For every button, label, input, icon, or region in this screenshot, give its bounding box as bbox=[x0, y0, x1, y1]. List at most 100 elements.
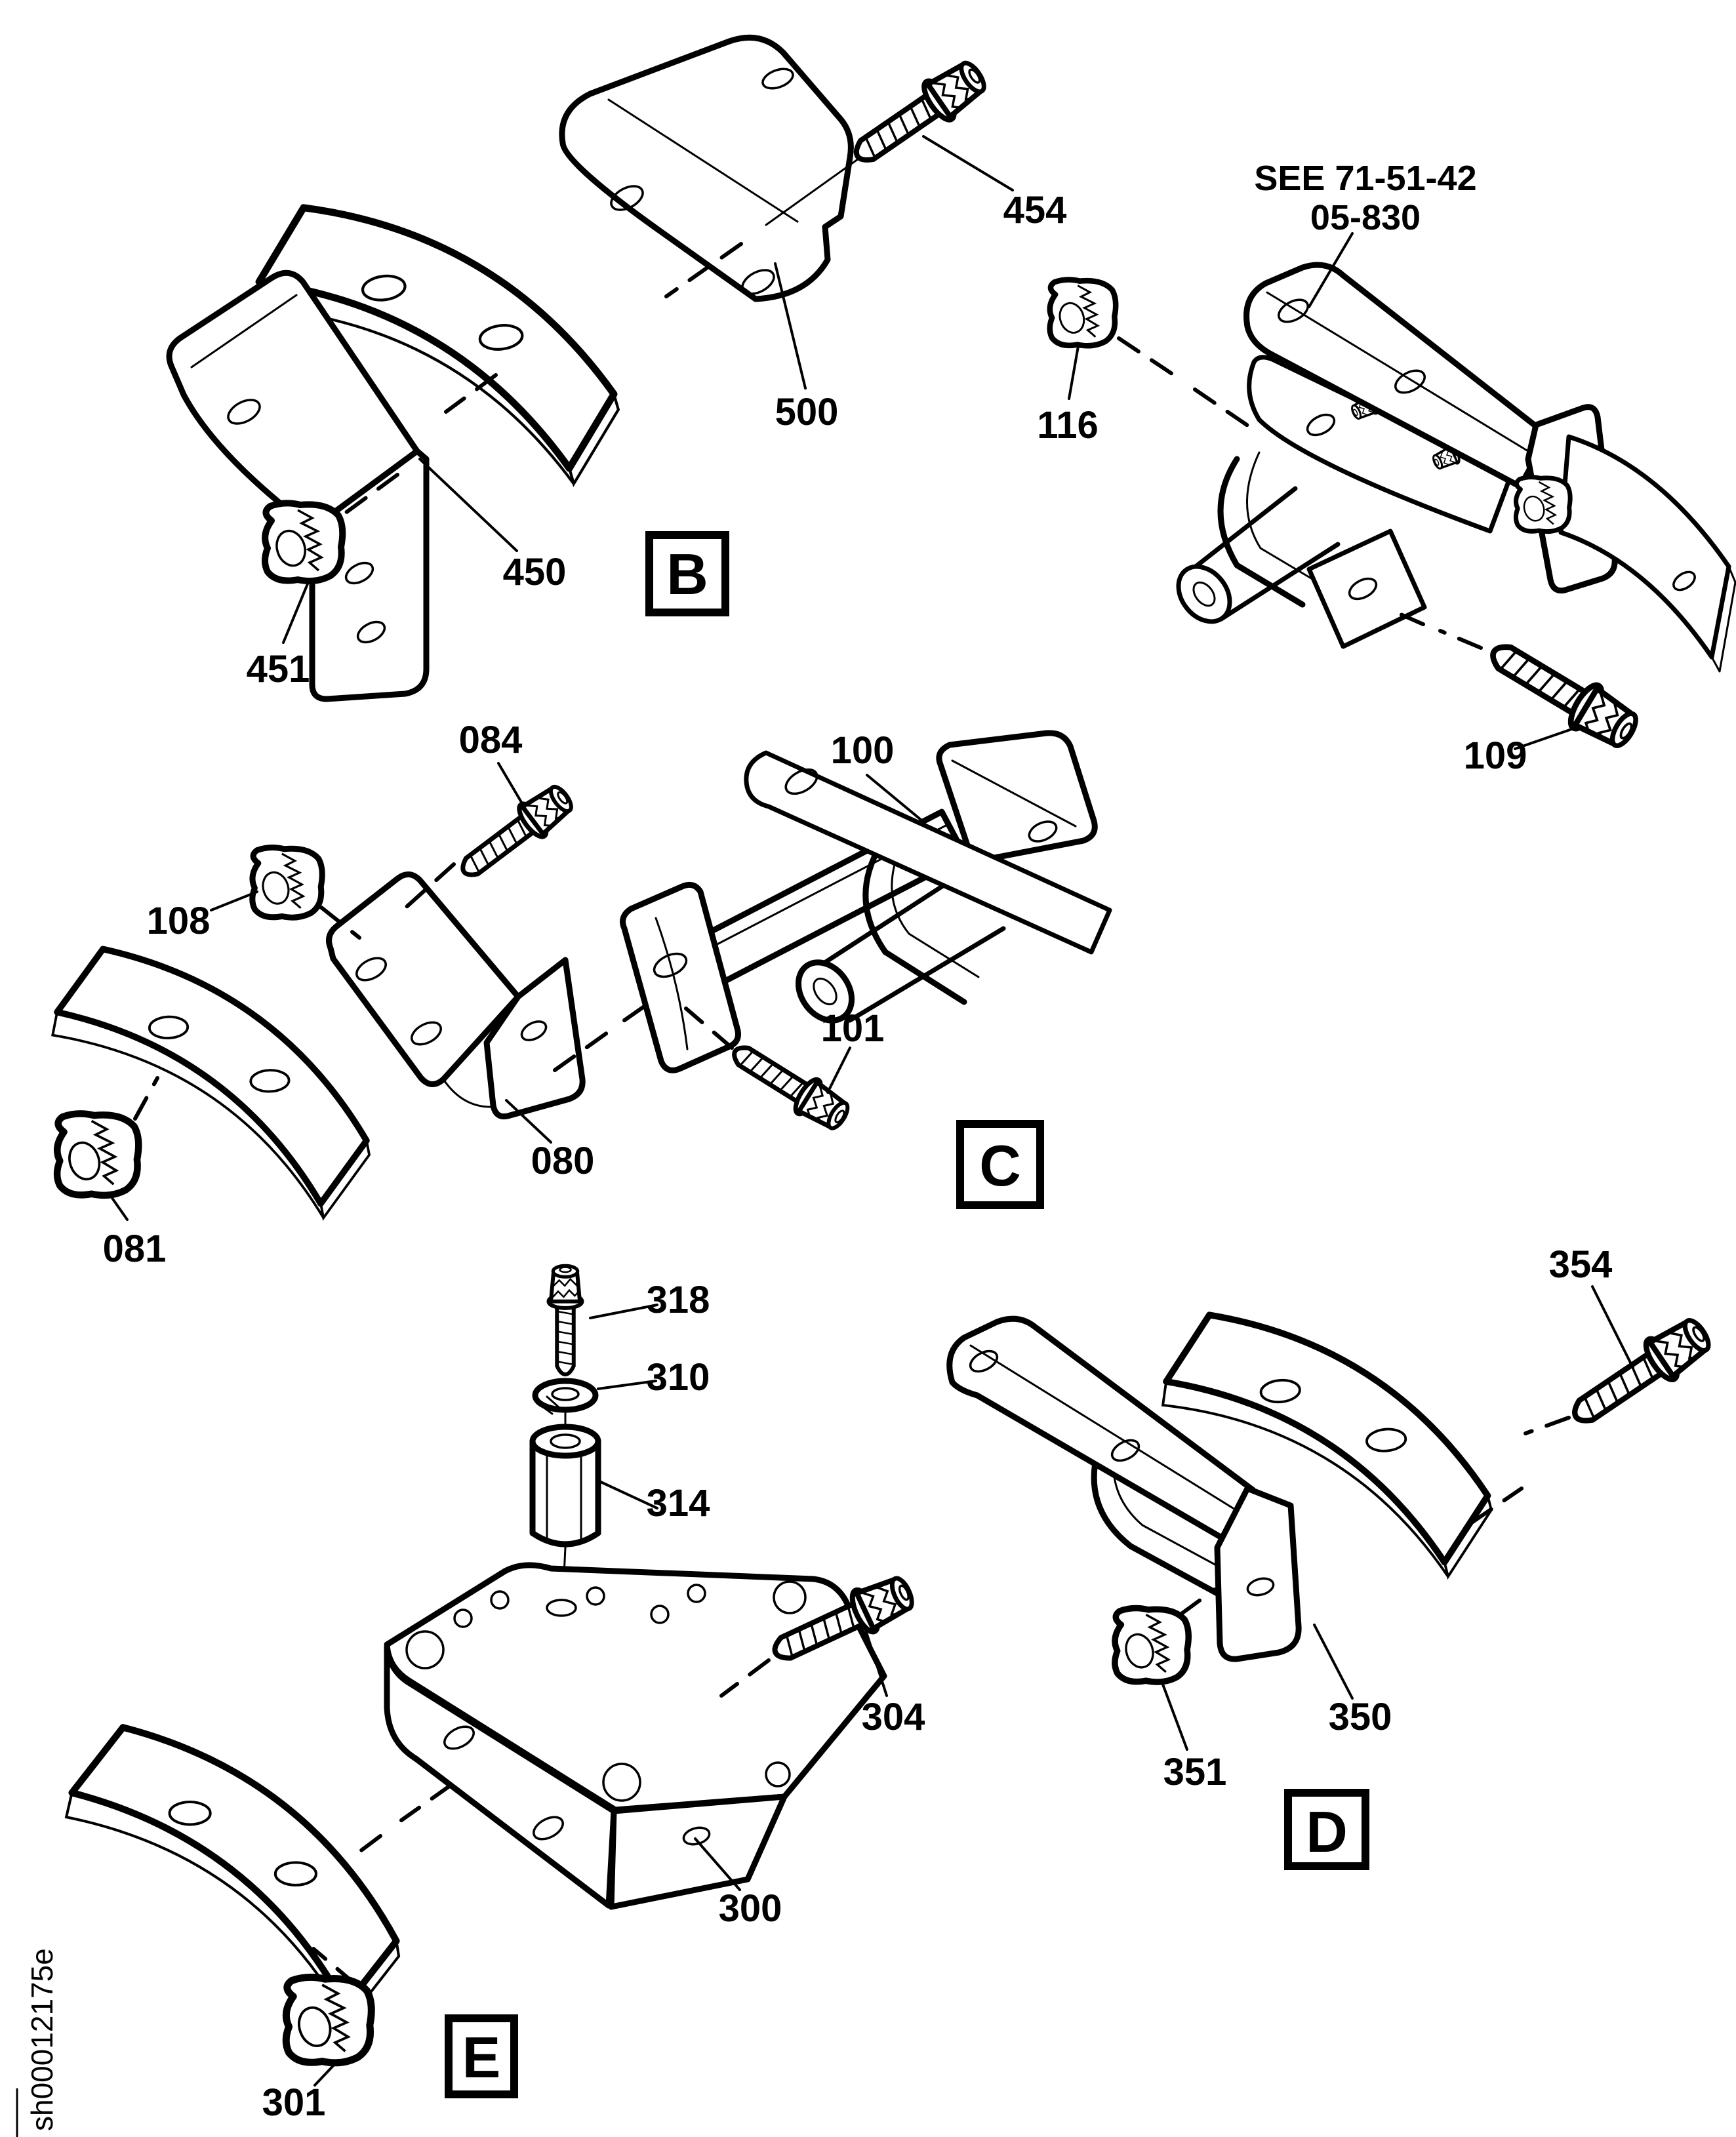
axis-block bbox=[357, 1783, 453, 1854]
view-marker-b: B bbox=[645, 531, 729, 616]
nut-351 bbox=[1115, 1608, 1188, 1682]
axis-084 bbox=[399, 862, 456, 913]
label-500: 500 bbox=[775, 391, 839, 433]
label-116: 116 bbox=[1037, 404, 1099, 447]
assembly-view-e: 318 310 314 304 300 301 E bbox=[58, 1266, 925, 2124]
axis-080-arm bbox=[553, 1000, 653, 1072]
leader-318 bbox=[589, 1304, 658, 1319]
assembly-view-d: 354 350 351 D bbox=[946, 1243, 1716, 1870]
label-354: 354 bbox=[1549, 1243, 1613, 1286]
axis-109 bbox=[1388, 608, 1483, 650]
support-tube-lower bbox=[795, 869, 1006, 1024]
view-marker-e: E bbox=[445, 2014, 518, 2098]
assembly-axis-b bbox=[336, 242, 743, 520]
leader-101 bbox=[826, 1047, 851, 1094]
leader-301 bbox=[313, 2059, 340, 2087]
axis-116 bbox=[1117, 336, 1251, 428]
axis-108 bbox=[319, 906, 361, 940]
tube-strap-upper-outer bbox=[1217, 456, 1306, 608]
leader-080 bbox=[505, 1099, 552, 1144]
leader-081 bbox=[108, 1192, 129, 1221]
label-314: 314 bbox=[647, 1482, 710, 1525]
bracket-080 bbox=[326, 871, 586, 1120]
reference-note-line1: SEE 71-51-42 bbox=[1254, 159, 1476, 198]
bolt-318 bbox=[549, 1266, 582, 1374]
view-letter-b: B bbox=[666, 542, 708, 607]
bolt-head-installed bbox=[1516, 477, 1570, 532]
label-300: 300 bbox=[719, 1887, 782, 1930]
arm-100 bbox=[620, 730, 1112, 1073]
label-310: 310 bbox=[647, 1356, 710, 1399]
nut-116 bbox=[1050, 280, 1116, 346]
nut-301 bbox=[286, 1977, 371, 2062]
bracket-350 bbox=[946, 1315, 1302, 1662]
mount-block-300 bbox=[384, 1562, 887, 1910]
mount-plate-upper bbox=[1247, 355, 1514, 534]
figure-footer: sh00012175e bbox=[16, 1948, 59, 2137]
leader-note bbox=[1308, 232, 1354, 308]
curved-shim-plate-e bbox=[58, 1698, 428, 2031]
view-letter-d: D bbox=[1306, 1799, 1348, 1864]
leader-351 bbox=[1161, 1681, 1188, 1751]
axis-301 bbox=[312, 1947, 357, 1986]
nut-108 bbox=[252, 847, 322, 917]
leader-100 bbox=[866, 774, 922, 821]
label-301: 301 bbox=[262, 2081, 326, 2124]
leader-109 bbox=[1514, 725, 1581, 750]
leader-451 bbox=[282, 581, 310, 644]
label-080: 080 bbox=[531, 1140, 595, 1182]
leader-354 bbox=[1591, 1285, 1634, 1369]
axis-081 bbox=[133, 1076, 159, 1121]
leader-450 bbox=[418, 458, 518, 552]
leader-304 bbox=[863, 1625, 888, 1697]
footer-code: sh00012175e bbox=[25, 1948, 59, 2131]
label-351: 351 bbox=[1163, 1751, 1227, 1793]
label-100: 100 bbox=[831, 729, 895, 772]
leader-310 bbox=[597, 1380, 657, 1390]
axis-101 bbox=[684, 1007, 734, 1050]
leader-350 bbox=[1313, 1624, 1354, 1700]
reference-note-line2: 05-830 bbox=[1310, 198, 1421, 237]
assembly-view-c: 084 100 108 101 080 081 C bbox=[45, 719, 1112, 1270]
label-350: 350 bbox=[1329, 1696, 1392, 1738]
leader-300 bbox=[694, 1837, 741, 1891]
arm-end-plate bbox=[1306, 529, 1427, 649]
leader-084 bbox=[497, 762, 530, 816]
leader-108 bbox=[210, 890, 258, 911]
view-letter-e: E bbox=[462, 2025, 501, 2090]
assembly-view-b: 454 500 450 451 B bbox=[166, 34, 1066, 702]
leader-454 bbox=[922, 135, 1014, 191]
label-318: 318 bbox=[647, 1279, 710, 1321]
gusset-plate-500 bbox=[559, 34, 854, 302]
support-bar-05-830 bbox=[1243, 262, 1551, 490]
spacer-314 bbox=[529, 1424, 601, 1548]
axis-354 bbox=[1524, 1416, 1571, 1435]
label-084: 084 bbox=[459, 719, 523, 761]
leader-314 bbox=[599, 1481, 658, 1509]
axis-351 bbox=[1179, 1487, 1524, 1616]
view-letter-c: C bbox=[979, 1133, 1021, 1198]
bolt-084 bbox=[453, 780, 578, 888]
leader-500 bbox=[774, 262, 807, 389]
label-081: 081 bbox=[103, 1228, 167, 1270]
nut-451 bbox=[265, 503, 342, 581]
label-108: 108 bbox=[147, 900, 211, 942]
curved-shim-plate-d bbox=[1154, 1285, 1516, 1586]
axis-line-454 bbox=[765, 156, 862, 226]
label-109: 109 bbox=[1464, 734, 1527, 777]
bolt-454 bbox=[845, 54, 992, 175]
label-450: 450 bbox=[503, 551, 567, 593]
label-101: 101 bbox=[821, 1007, 885, 1050]
view-marker-d: D bbox=[1284, 1789, 1369, 1870]
bolt-354 bbox=[1563, 1311, 1716, 1437]
curved-shim-plate-upper-right bbox=[1558, 434, 1736, 673]
view-marker-c: C bbox=[956, 1120, 1044, 1209]
leader-116 bbox=[1068, 345, 1080, 400]
label-451: 451 bbox=[247, 648, 310, 690]
label-304: 304 bbox=[862, 1696, 925, 1738]
tube-strap-upper-inner bbox=[1246, 451, 1317, 582]
assembly-reference-05-830: SEE 71-51-42 05-830 116 109 bbox=[1037, 159, 1736, 777]
nut-081 bbox=[57, 1113, 138, 1195]
